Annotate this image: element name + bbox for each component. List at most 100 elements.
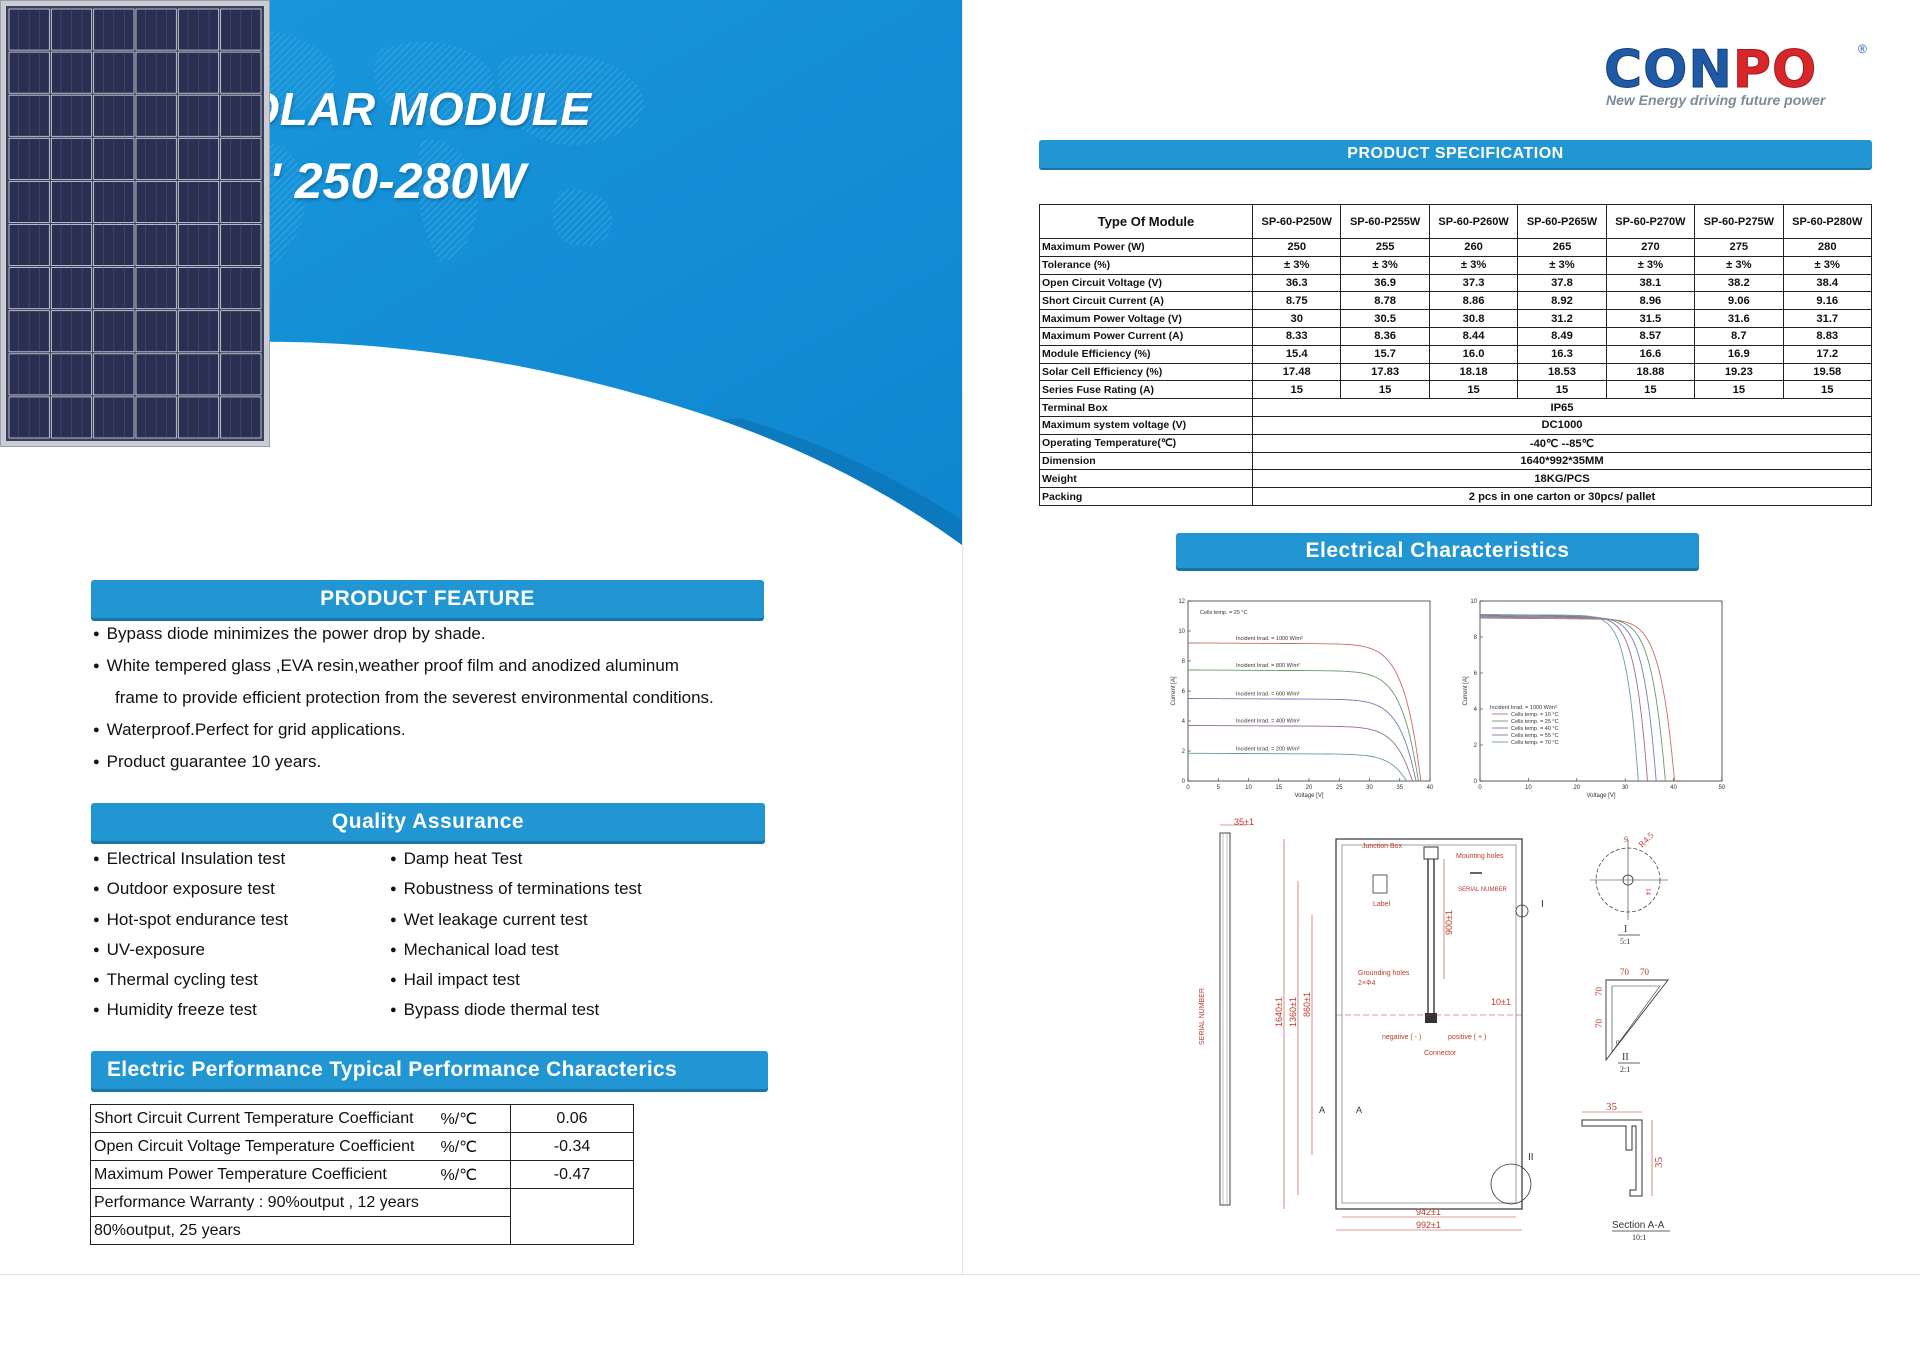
detail-II-marker: II: [1528, 1152, 1534, 1163]
y-tick-label: 4: [1474, 707, 1478, 713]
spec-value: 30: [1251, 309, 1342, 328]
positive-label: positive ( + ): [1448, 1034, 1486, 1041]
table-row: 80%output, 25 years: [90, 1216, 634, 1245]
y-tick-label: 4: [1182, 719, 1186, 725]
legend-title: Incident Irrad. = 1000 W/m²: [1490, 705, 1557, 711]
spec-value: 15: [1694, 380, 1784, 400]
spec-value: 37.8: [1517, 273, 1607, 293]
x-tick-label: 15: [1275, 785, 1282, 791]
coef-name: Maximum Power Temperature Coefficient: [90, 1160, 438, 1189]
spec-value: 255: [1340, 238, 1430, 257]
x-tick-label: 50: [1719, 785, 1726, 791]
spec-value: 15: [1782, 380, 1873, 400]
detail-II-title: II: [1622, 1052, 1629, 1063]
spec-label: Operating Temperature(℃): [1039, 433, 1253, 453]
list-item: Mechanical load test: [390, 936, 642, 966]
spec-value: 15: [1340, 380, 1430, 400]
logo-tagline: New Energy driving future power: [1606, 92, 1826, 108]
quality-tests-col1: Electrical Insulation test Outdoor expos…: [93, 845, 288, 1027]
spec-value: 8.92: [1517, 291, 1607, 311]
spec-merged-value: -40℃ --85℃: [1252, 433, 1872, 453]
spec-value: 15: [1605, 380, 1696, 400]
iv-series-line: [1480, 615, 1657, 782]
x-tick-label: 10: [1245, 785, 1252, 791]
spec-value: 38.1: [1605, 273, 1696, 293]
table-row: Open Circuit Voltage Temperature Coeffic…: [90, 1132, 634, 1161]
spec-label: Module Efficiency (%): [1039, 344, 1253, 364]
coef-name: Short Circuit Current Temperature Coeffi…: [90, 1104, 438, 1133]
dim-14: 14: [1644, 888, 1652, 896]
warranty-line-2: 80%output, 25 years: [90, 1216, 511, 1245]
spec-label: Maximum Power Voltage (V): [1039, 309, 1253, 328]
registered-mark: ®: [1858, 42, 1867, 56]
spec-merged-value: DC1000: [1252, 415, 1872, 435]
spec-value: 8.75: [1251, 291, 1342, 311]
spec-value: 8.57: [1605, 326, 1696, 346]
spec-label: Open Circuit Voltage (V): [1039, 273, 1253, 293]
label-marker: Label: [1373, 901, 1391, 908]
spec-value: 8.49: [1517, 326, 1607, 346]
list-item: Damp heat Test: [390, 845, 642, 875]
x-tick-label: 0: [1186, 785, 1190, 791]
spec-value: 31.5: [1605, 309, 1696, 328]
list-item: Bypass diode minimizes the power drop by…: [93, 619, 714, 651]
x-tick-label: 40: [1670, 785, 1677, 791]
spec-value: 16.9: [1694, 344, 1784, 364]
spec-value: 280: [1782, 238, 1873, 257]
section-title: Section A-A: [1612, 1220, 1665, 1231]
spec-value: 9.06: [1694, 291, 1784, 311]
x-tick-label: 20: [1573, 785, 1580, 791]
detail-I-marker: I: [1541, 899, 1544, 910]
spec-value: 37.3: [1428, 273, 1519, 293]
list-item: Robustness of terminations test: [390, 875, 642, 905]
page-divider: [962, 0, 963, 1275]
iv-series-line: [1480, 614, 1639, 782]
logo-wordmark: CONPO: [1604, 42, 1817, 99]
model-header: SP-60-P275W: [1694, 204, 1784, 239]
y-tick-label: 8: [1182, 659, 1186, 665]
dim-frame-side: 35±1: [1234, 817, 1254, 827]
spec-label: Weight: [1039, 469, 1253, 489]
dim-70-b: 70: [1640, 967, 1650, 977]
electrical-characteristics-heading: Electrical Characteristics: [1176, 533, 1699, 568]
iv-series-line: [1188, 752, 1408, 782]
spec-value: 15: [1251, 380, 1342, 400]
iv-series-line: [1480, 614, 1648, 782]
series-label: Incident Irrad. = 1000 W/m²: [1236, 636, 1303, 642]
module-dimension-drawing: 35±1 SERIAL NUMBER Junction Box Mounting…: [1199, 817, 1544, 1231]
x-tick-label: 35: [1396, 785, 1403, 791]
spec-value: 8.96: [1605, 291, 1696, 311]
mounting-holes-label: Mounting holes: [1456, 853, 1504, 860]
spec-value: 19.58: [1782, 362, 1873, 382]
dim-992: 992±1: [1416, 1220, 1441, 1230]
series-label: Incident Irrad. = 200 W/m²: [1236, 746, 1300, 752]
series-label: Incident Irrad. = 800 W/m²: [1236, 663, 1300, 669]
y-tick-label: 0: [1474, 779, 1478, 785]
detail-I-scale: 5:1: [1620, 937, 1630, 946]
connector-label: Connector: [1424, 1050, 1457, 1057]
spec-value: 31.2: [1517, 309, 1607, 328]
bottom-rule: [0, 1274, 1920, 1275]
spec-value: 17.83: [1340, 362, 1430, 382]
spec-value: 8.7: [1694, 326, 1784, 346]
x-tick-label: 20: [1306, 785, 1313, 791]
grounding-holes-spec: 2×Φ4: [1358, 980, 1376, 987]
spec-value: 15.4: [1251, 344, 1342, 364]
dim-70-a: 70: [1620, 967, 1630, 977]
spec-value: ± 3%: [1782, 255, 1873, 275]
model-header: SP-60-P260W: [1428, 204, 1519, 239]
plot-frame: [1479, 600, 1723, 782]
spec-value: 250: [1251, 238, 1342, 257]
model-header: SP-60-P255W: [1340, 204, 1430, 239]
list-item: Outdoor exposure test: [93, 875, 288, 905]
list-item: UV-exposure: [93, 936, 288, 966]
section-scale: 10:1: [1632, 1233, 1646, 1242]
y-tick-label: 0: [1182, 779, 1186, 785]
